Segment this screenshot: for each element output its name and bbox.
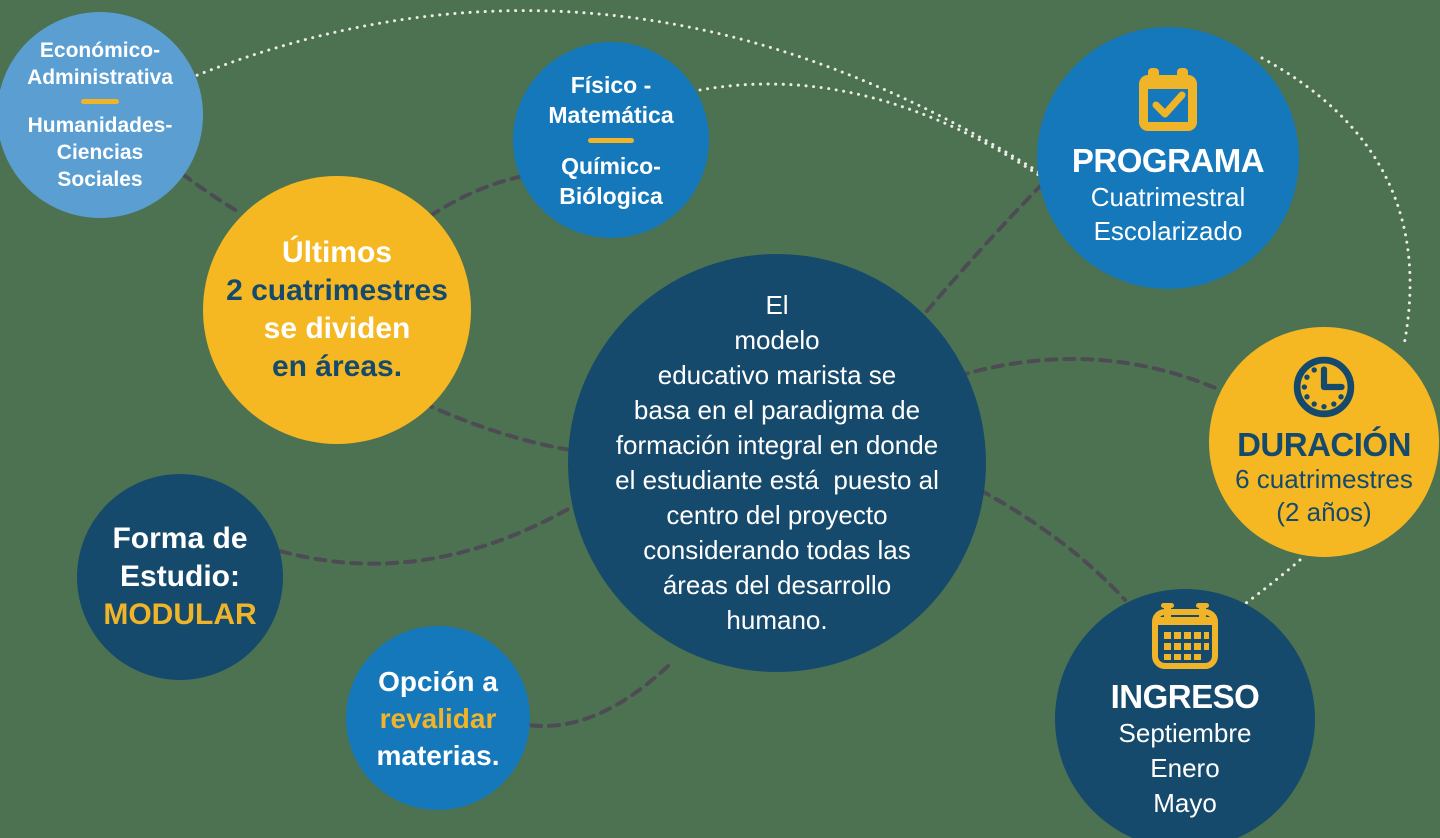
- calendar-check-icon: [1139, 68, 1197, 134]
- text-line: modelo: [734, 325, 820, 355]
- divider: [588, 137, 634, 143]
- text-line: Enero: [1150, 753, 1220, 783]
- dotted-link-fisico-programa: [698, 82, 1048, 182]
- text-line: educativo marista se: [657, 360, 897, 390]
- text-line: Estudio:: [120, 560, 240, 593]
- dashed-link-central-opcion: [520, 664, 670, 728]
- text-line: áreas del desarrollo: [662, 570, 892, 600]
- circle-modelo-educativo: El modelo educativo marista se basa en e…: [568, 254, 986, 672]
- text-line: 2 cuatrimestres: [226, 274, 448, 307]
- text-line: 6 cuatrimestres: [1235, 463, 1413, 494]
- circle-title: DURACIÓN: [1237, 425, 1411, 463]
- dashed-link-ultimos-central: [421, 401, 572, 452]
- circle-programa: PROGRAMA Cuatrimestral Escolarizado: [1037, 27, 1299, 289]
- circle-title: INGRESO: [1110, 678, 1260, 715]
- dashed-link-central-programa: [913, 172, 1054, 327]
- text-line: Mayo: [1153, 788, 1217, 818]
- dashed-link-central-duracion: [956, 356, 1222, 392]
- text-line: Físico -: [570, 71, 652, 98]
- circle-title: PROGRAMA: [1071, 142, 1265, 179]
- text-line: Ciencias: [56, 141, 144, 164]
- text-line: Administrativa: [27, 66, 173, 89]
- circle-duracion: DURACIÓN 6 cuatrimestres (2 años): [1209, 327, 1439, 557]
- text-line: centro del proyecto: [666, 500, 888, 530]
- text-line: MODULAR: [103, 598, 257, 631]
- text-line: Biólogica: [559, 182, 663, 209]
- text-line: Químico-: [561, 152, 661, 179]
- calendar-grid-icon: [1152, 603, 1218, 669]
- circle-forma-de-estudio: Forma de Estudio: MODULAR: [77, 474, 283, 680]
- text-line: el estudiante está puesto al: [615, 465, 939, 495]
- dotted-link-duracion-ingreso: [1240, 558, 1302, 608]
- clock-icon: [1293, 356, 1355, 418]
- text-line: Económico-: [39, 39, 161, 62]
- text-line: (2 años): [1276, 496, 1372, 527]
- text-line: El: [765, 290, 789, 320]
- text-line: Humanidades-: [27, 114, 173, 137]
- dashed-link-ultimos-fisico: [428, 174, 526, 218]
- text-line: considerando todas las: [643, 535, 911, 565]
- text-line: en áreas.: [271, 350, 403, 383]
- text-line: basa en el paradigma de: [633, 395, 921, 425]
- text-line: Opción a: [378, 665, 498, 697]
- text-line: Sociales: [57, 168, 143, 191]
- dashed-link-forma-central: [261, 506, 572, 566]
- circle-ingreso: INGRESO Septiembre Enero Mayo: [1055, 589, 1315, 838]
- divider: [81, 99, 119, 104]
- circle-areas-economico-humanidades: Económico- Administrativa Humanidades- C…: [0, 12, 203, 218]
- dotted-link-programa-duracion: [1260, 56, 1412, 347]
- text-line: Últimos: [281, 236, 392, 269]
- text-line: Cuatrimestral: [1090, 182, 1246, 212]
- text-line: formación integral en donde: [615, 430, 939, 460]
- circle-ultimos-cuatrimestres: Últimos 2 cuatrimestres se dividen en ár…: [203, 176, 471, 444]
- circle-opcion-revalidar: Opción a revalidar materias.: [346, 626, 530, 810]
- text-line: Septiembre: [1118, 718, 1252, 748]
- text-line: materias.: [376, 739, 500, 771]
- text-line: revalidar: [379, 702, 497, 734]
- circle-fisico-quimico: Físico - Matemática Químico- Biólogica: [513, 42, 709, 238]
- dashed-link-central-ingreso: [978, 488, 1127, 602]
- text-line: Escolarizado: [1093, 216, 1243, 246]
- text-line: humano.: [726, 605, 828, 635]
- text-line: Forma de: [112, 522, 248, 555]
- text-line: Matemática: [548, 101, 674, 128]
- text-line: se dividen: [263, 312, 411, 345]
